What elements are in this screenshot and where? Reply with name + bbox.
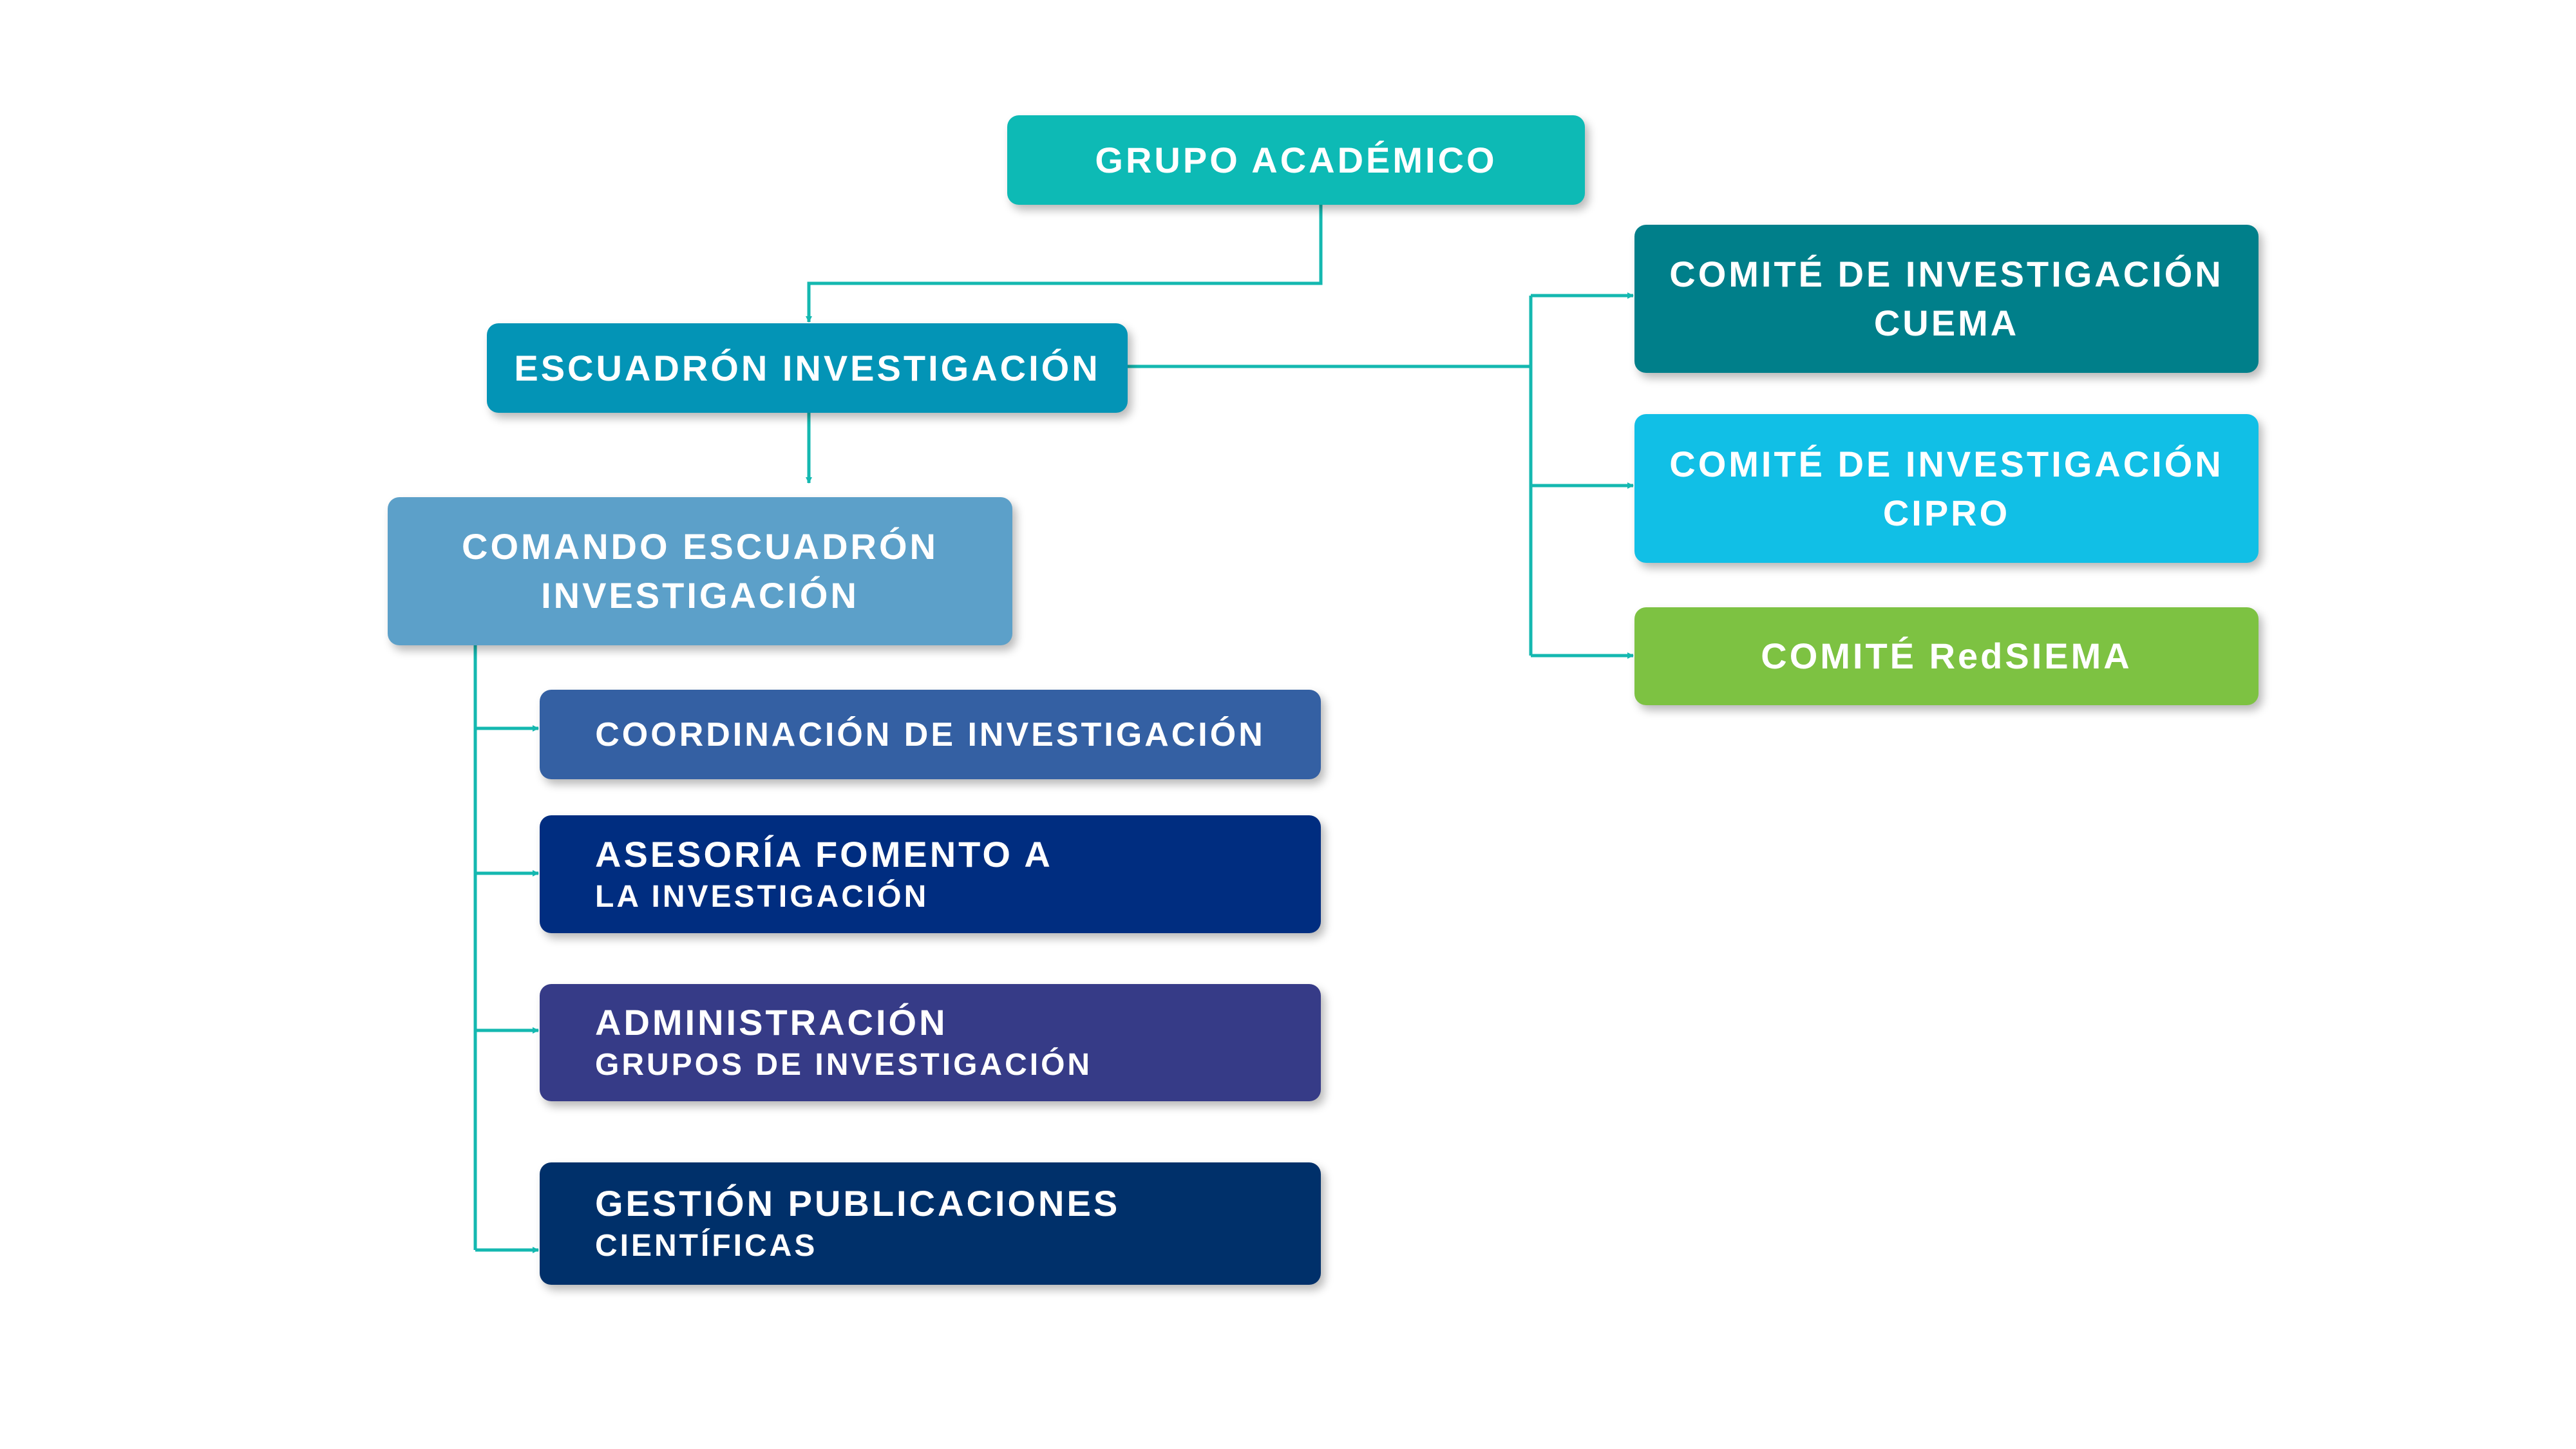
node-label: GRUPO ACADÉMICO — [1095, 139, 1497, 180]
node-label-line2: GRUPOS DE INVESTIGACIÓN — [595, 1048, 1093, 1082]
node-comando-escuadron: COMANDO ESCUADRÓN INVESTIGACIÓN — [388, 497, 1012, 645]
node-comite-redsiema: COMITÉ RedSIEMA — [1634, 607, 2259, 705]
node-coordinacion: COORDINACIÓN DE INVESTIGACIÓN — [540, 690, 1321, 779]
node-label: COORDINACIÓN DE INVESTIGACIÓN — [595, 715, 1265, 753]
node-label-line2: INVESTIGACIÓN — [541, 575, 859, 616]
node-escuadron-investigacion: ESCUADRÓN INVESTIGACIÓN — [487, 323, 1128, 413]
node-label-line2: LA INVESTIGACIÓN — [595, 879, 929, 914]
node-gestion: GESTIÓN PUBLICACIONES CIENTÍFICAS — [540, 1162, 1321, 1285]
node-asesoria: ASESORÍA FOMENTO A LA INVESTIGACIÓN — [540, 815, 1321, 933]
node-label-line2: CUEMA — [1873, 303, 2020, 343]
node-administracion: ADMINISTRACIÓN GRUPOS DE INVESTIGACIÓN — [540, 984, 1321, 1101]
node-comite-cuema: COMITÉ DE INVESTIGACIÓN CUEMA — [1634, 225, 2259, 373]
node-comite-cipro: COMITÉ DE INVESTIGACIÓN CIPRO — [1634, 414, 2259, 563]
node-label-line1: COMANDO ESCUADRÓN — [462, 526, 938, 567]
node-label-line1: COMITÉ DE INVESTIGACIÓN — [1669, 443, 2224, 484]
node-label-line1: ADMINISTRACIÓN — [595, 1002, 948, 1043]
node-label-line1: COMITÉ DE INVESTIGACIÓN — [1669, 254, 2224, 294]
node-label-line2: CIENTÍFICAS — [595, 1229, 818, 1263]
node-label: COMITÉ RedSIEMA — [1761, 636, 2132, 676]
node-grupo-academico: GRUPO ACADÉMICO — [1007, 115, 1585, 205]
node-label-line1: GESTIÓN PUBLICACIONES — [595, 1183, 1121, 1224]
node-label-line2: CIPRO — [1882, 492, 2011, 533]
node-label: ESCUADRÓN INVESTIGACIÓN — [514, 347, 1101, 388]
connector-grupo-escuadron — [806, 205, 1323, 323]
node-label-line1: ASESORÍA FOMENTO A — [595, 833, 1053, 875]
